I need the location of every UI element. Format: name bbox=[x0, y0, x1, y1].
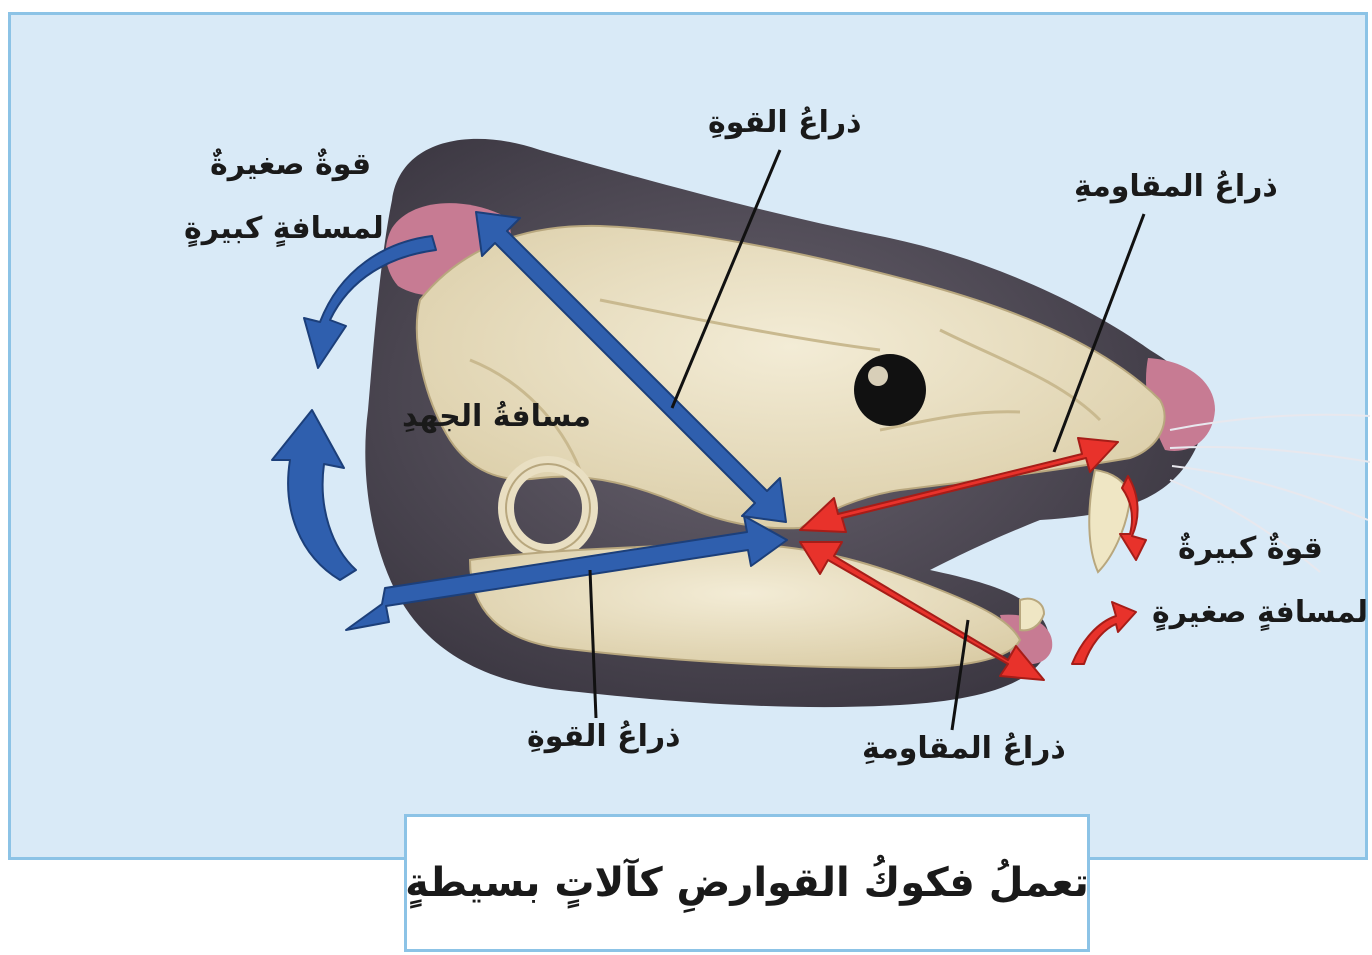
label-effort-distance: مسافةُ الجهدِ bbox=[402, 402, 591, 432]
label-power-arm-bottom: ذراعُ القوةِ bbox=[527, 722, 681, 752]
label-large-distance: لمسافةٍ كبيرةٍ bbox=[184, 214, 384, 244]
label-small-distance: لمسافةٍ صغيرةٍ bbox=[1152, 598, 1368, 628]
label-resistance-arm-top: ذراعُ المقاومةِ bbox=[1074, 172, 1278, 202]
label-large-force: قوةٌ كبيرةٌ bbox=[1178, 534, 1323, 564]
label-resistance-arm-bottom: ذراعُ المقاومةِ bbox=[862, 734, 1066, 764]
small-distance-arrow bbox=[1072, 602, 1136, 664]
caption-box: تعملُ فكوكُ القوارضِ كآلاتٍ بسيطةٍ bbox=[404, 814, 1090, 952]
eye bbox=[854, 354, 926, 426]
effort-curved-arrow bbox=[272, 410, 356, 580]
caption-text: تعملُ فكوكُ القوارضِ كآلاتٍ بسيطةٍ bbox=[405, 860, 1089, 906]
label-power-arm-top: ذراعُ القوةِ bbox=[708, 108, 862, 138]
label-small-force: قوةٌ صغيرةٌ bbox=[210, 150, 371, 180]
